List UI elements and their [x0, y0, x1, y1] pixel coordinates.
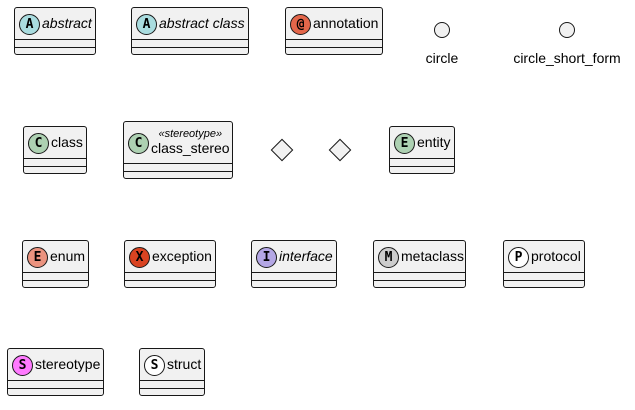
abstract-badge-icon: A [19, 13, 40, 35]
class-name: exception [152, 248, 212, 264]
attributes-divider [504, 272, 584, 273]
class-header: @annotation [286, 8, 382, 40]
class-name: annotation [313, 15, 379, 31]
circle-short-form-label: circle_short_form [513, 50, 621, 66]
attributes-divider [140, 380, 204, 381]
class-title: entity [417, 134, 450, 152]
class-title: struct [167, 356, 201, 374]
attributes-divider [23, 272, 88, 273]
methods-divider [286, 47, 382, 48]
attributes-divider [125, 272, 215, 273]
attributes-divider [390, 158, 454, 159]
class-node-class-stereo[interactable]: C«stereotype»class_stereo [123, 121, 233, 179]
enum-badge-icon: E [27, 246, 48, 268]
abstract-class-badge-icon: A [136, 13, 157, 35]
class-name: interface [279, 248, 333, 264]
class-stereo-badge-icon: C [128, 132, 149, 154]
class-title: enum [50, 248, 85, 266]
class-badge-icon: C [28, 132, 49, 154]
methods-divider [15, 47, 95, 48]
diamond-1-diamond-icon[interactable] [270, 138, 294, 162]
class-name: abstract [42, 15, 92, 31]
methods-divider [8, 388, 103, 389]
class-name: class_stereo [151, 140, 230, 156]
annotation-badge-icon: @ [290, 13, 311, 35]
methods-divider [124, 171, 232, 172]
circle-short-form-circle-icon[interactable] [559, 22, 575, 38]
class-title: annotation [313, 15, 378, 33]
class-name: enum [50, 248, 86, 264]
diamond-2-diamond-icon[interactable] [328, 138, 352, 162]
attributes-divider [374, 272, 465, 273]
class-node-annotation[interactable]: @annotation [285, 7, 383, 55]
interface-badge-icon: I [256, 246, 277, 268]
methods-divider [390, 166, 454, 167]
attributes-divider [8, 380, 103, 381]
attributes-divider [15, 39, 95, 40]
attributes-divider [286, 39, 382, 40]
class-name: metaclass [401, 248, 465, 264]
class-title: exception [152, 248, 212, 266]
class-title: stereotype [35, 356, 100, 374]
attributes-divider [124, 163, 232, 164]
class-name: class [51, 134, 83, 150]
methods-divider [24, 166, 86, 167]
class-title: metaclass [401, 248, 464, 266]
class-name: entity [417, 134, 451, 150]
struct-badge-icon: S [144, 354, 165, 376]
class-header: C«stereotype»class_stereo [124, 122, 232, 164]
circle-circle-icon[interactable] [434, 22, 450, 38]
stereotype-badge-icon: S [12, 354, 33, 376]
methods-divider [252, 280, 336, 281]
protocol-badge-icon: P [508, 246, 529, 268]
class-title: abstract [42, 15, 92, 33]
class-title: protocol [531, 248, 581, 266]
methods-divider [23, 280, 88, 281]
methods-divider [140, 388, 204, 389]
class-name: protocol [531, 248, 581, 264]
methods-divider [374, 280, 465, 281]
class-title: class [51, 134, 83, 152]
attributes-divider [24, 158, 86, 159]
class-title: «stereotype»class_stereo [151, 128, 230, 158]
attributes-divider [132, 39, 248, 40]
class-title: interface [279, 248, 333, 266]
circle-label: circle [425, 50, 459, 66]
stereotype-label: «stereotype» [158, 128, 223, 140]
methods-divider [125, 280, 215, 281]
class-name: abstract class [159, 15, 245, 31]
methods-divider [504, 280, 584, 281]
attributes-divider [252, 272, 336, 273]
methods-divider [132, 47, 248, 48]
exception-badge-icon: X [129, 246, 150, 268]
class-name: stereotype [35, 356, 101, 372]
class-title: abstract class [159, 15, 245, 33]
metaclass-badge-icon: M [378, 246, 399, 268]
class-name: struct [167, 356, 202, 372]
entity-badge-icon: E [394, 132, 415, 154]
